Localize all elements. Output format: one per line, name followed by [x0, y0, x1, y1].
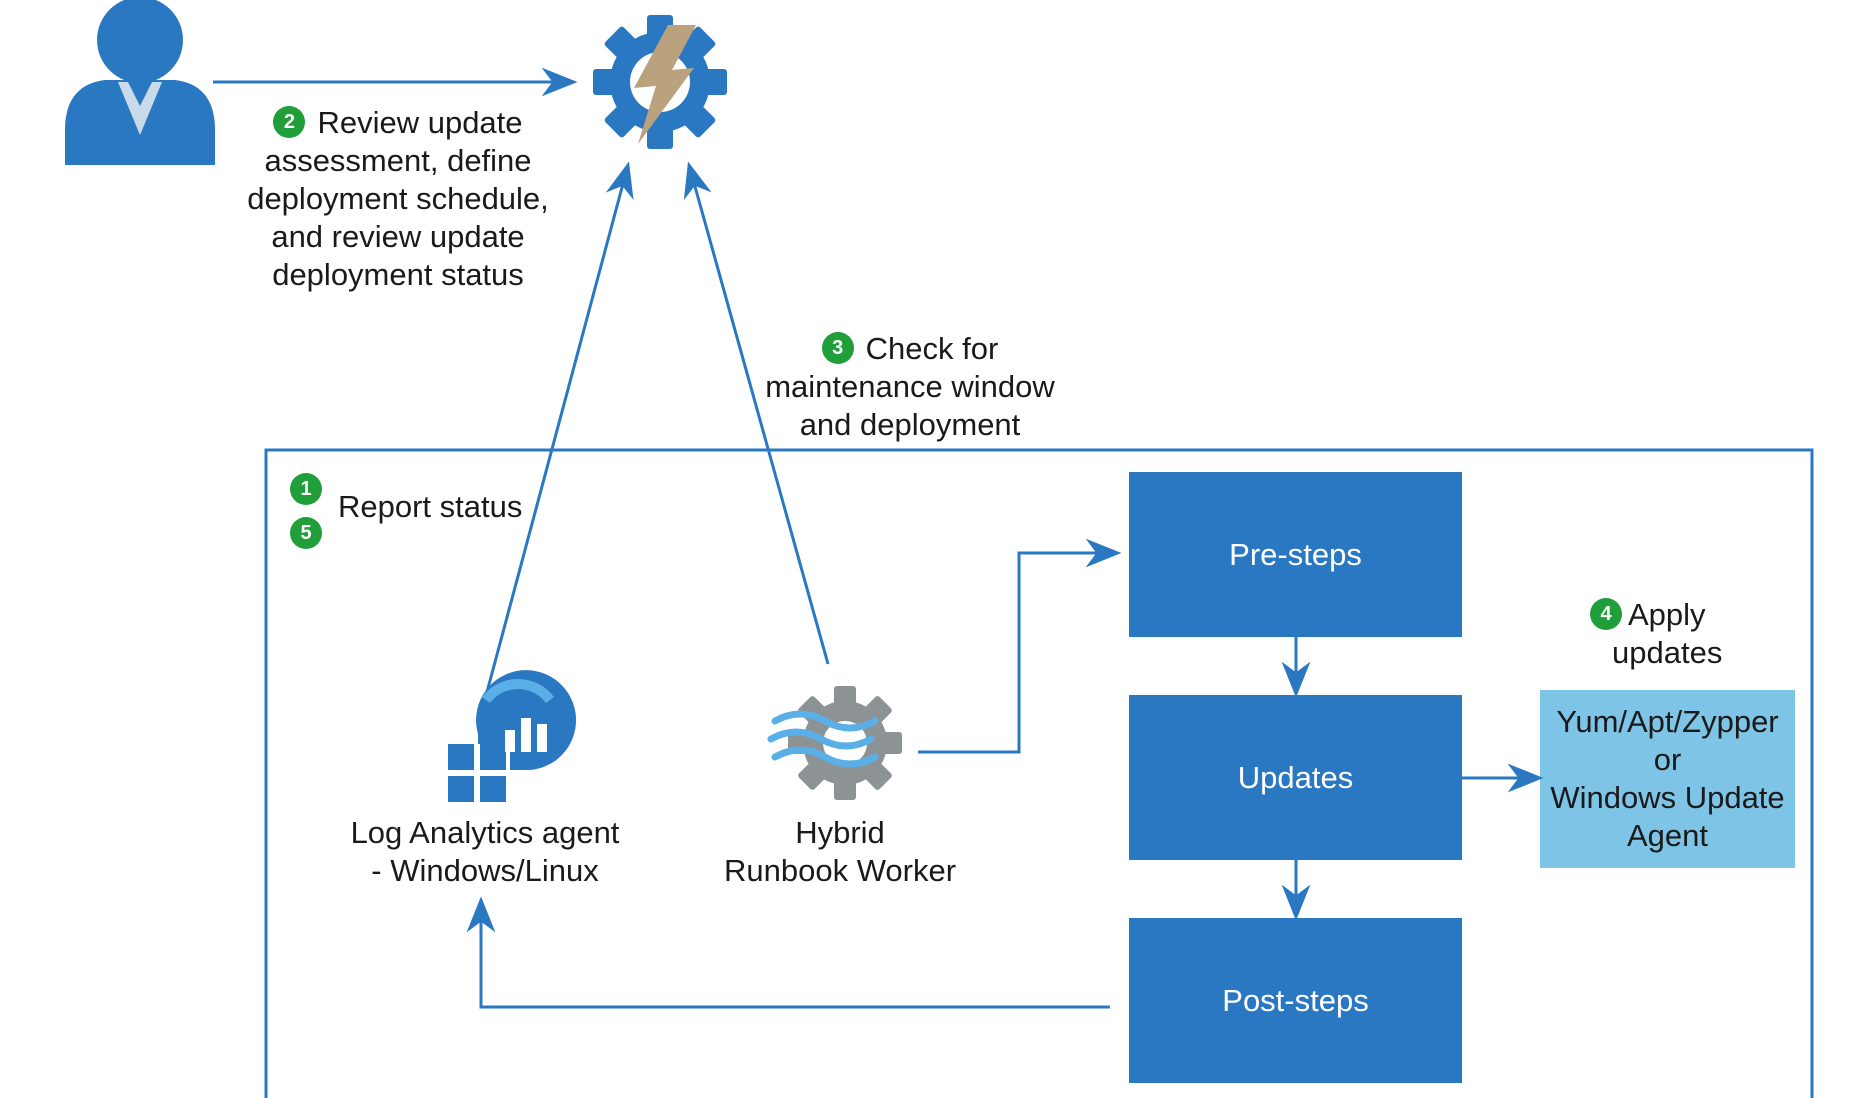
step-check-line-3: and deployment: [799, 407, 1021, 442]
step-check-line-1: Check for: [865, 331, 999, 366]
step-apply-line-1: Apply: [1628, 597, 1706, 632]
agent-line-3: Windows Update: [1550, 780, 1785, 815]
pre-steps-box-shape: [1129, 472, 1462, 637]
updates-label: Updates: [1237, 759, 1354, 795]
automation-gear-bolt-icon: [593, 15, 727, 149]
arrow-hybrid-worker-to-pre-steps: [918, 538, 1122, 754]
step-check-label: 3 Check for maintenance window and deploy…: [755, 330, 1065, 444]
agent-line-4: Agent: [1626, 818, 1708, 853]
agent-line-1: Yum/Apt/Zypper: [1556, 704, 1779, 739]
post-steps-label: Post-steps: [1222, 982, 1369, 1018]
log-analytics-line-2: - Windows/Linux: [371, 853, 599, 888]
log-analytics-line-1: Log Analytics agent: [350, 815, 620, 850]
report-status-text: Report status: [338, 489, 523, 524]
post-steps-box-shape: [1129, 918, 1462, 1083]
pre-steps-label: Pre-steps: [1229, 536, 1362, 572]
log-analytics-icon: [448, 670, 577, 802]
step-check-line-2: maintenance window: [765, 369, 1055, 404]
updates-box-shape: [1129, 695, 1462, 860]
step-2-badge: 2: [273, 105, 306, 138]
agent-line-2: or: [1653, 742, 1682, 777]
hybrid-runbook-worker-gear-icon: [767, 686, 902, 800]
step-3-badge: 3: [821, 331, 854, 364]
step-review-line-5: deployment status: [272, 257, 524, 292]
agent-box-shape: [1540, 690, 1795, 868]
step-review-line-4: and review update: [271, 219, 525, 254]
arrow-post-steps-to-log-analytics: [466, 896, 1110, 1009]
hybrid-worker-line-2: Runbook Worker: [723, 853, 957, 888]
step-5-badge: 5: [290, 517, 322, 549]
arrow-log-analytics-to-automation: [485, 161, 634, 693]
step-review-line-3: deployment schedule,: [247, 181, 549, 216]
step-review-line-1: Review update: [317, 105, 523, 140]
user-icon: [65, 0, 215, 165]
log-analytics-label: Log Analytics agent - Windows/Linux: [320, 814, 650, 890]
updates-box: Updates: [1129, 695, 1462, 860]
step-review-label: 2 Review update assessment, define deploy…: [238, 104, 558, 294]
step-4-badge: 4: [1590, 597, 1622, 630]
step-1-badge: 1: [290, 473, 322, 505]
post-steps-box: Post-steps: [1129, 918, 1462, 1083]
environment-container: [264, 448, 1814, 1098]
arrow-hybrid-worker-to-automation: [683, 161, 830, 665]
hybrid-worker-line-1: Hybrid: [795, 815, 885, 850]
hybrid-worker-label: Hybrid Runbook Worker: [700, 814, 980, 890]
pre-steps-box: Pre-steps: [1129, 472, 1462, 637]
step-review-line-2: assessment, define: [264, 143, 532, 178]
update-agent-box: Yum/Apt/Zypper or Windows Update Agent: [1540, 690, 1795, 868]
step-apply-line-2: updates: [1612, 635, 1723, 670]
